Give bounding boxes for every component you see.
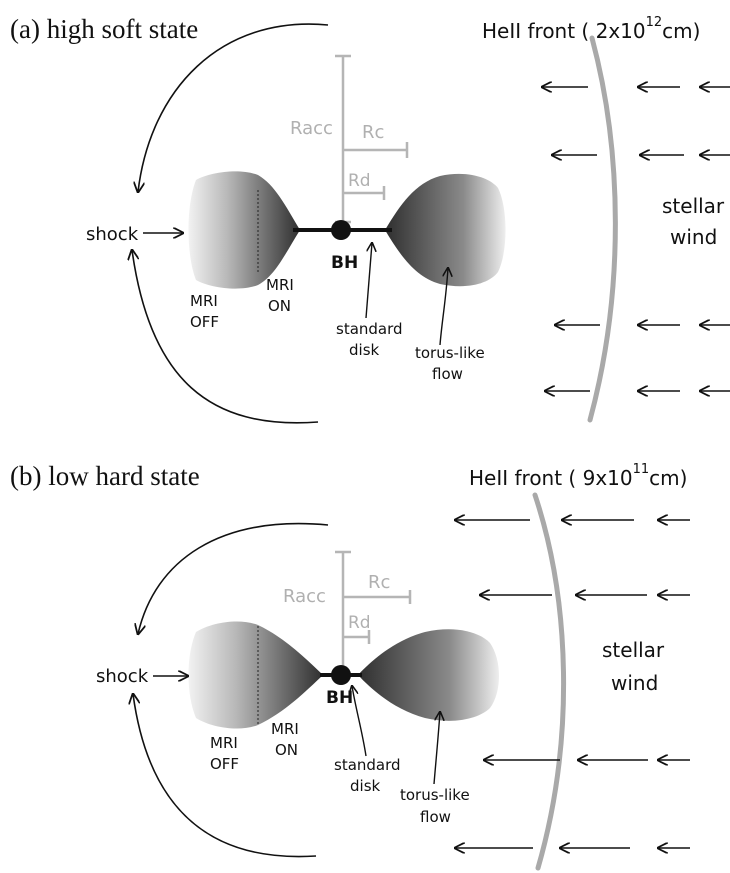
panel-a-mri-on-line1: MRI <box>266 276 294 294</box>
panel-a-disk-line2: disk <box>349 341 380 359</box>
panel-a-torus-line1: torus-like <box>415 344 485 362</box>
panel-b-mri-off-line1: MRI <box>210 734 238 752</box>
panel-b: (b) low hard state HeII front ( 9x1011cm… <box>10 461 690 871</box>
panel-b-racc-label: Racc <box>283 586 326 607</box>
panel-b-shock-label: shock <box>96 666 149 687</box>
panel-b-front-exponent: 11 <box>633 462 650 477</box>
panel-a-front-exponent: 12 <box>646 15 663 30</box>
panel-b-radius-guides <box>335 550 412 668</box>
panel-b-shock-arc-lower <box>133 694 317 858</box>
panel-b-mri-off-line2: OFF <box>210 755 239 773</box>
panel-b-rc-label: Rc <box>368 572 390 593</box>
panel-b-black-hole <box>331 665 351 685</box>
panel-b-mri-on-line2: ON <box>275 741 298 759</box>
panel-b-wind-line2: wind <box>611 671 658 695</box>
panel-a-wind-line2: wind <box>670 225 717 249</box>
panel-a-title: (a) high soft state <box>10 14 198 44</box>
panel-b-left-torus <box>188 621 323 729</box>
panel-a-mri-off-line2: OFF <box>190 313 219 331</box>
panel-a-racc-label: Racc <box>290 118 333 139</box>
panel-b-front-unit: cm) <box>649 466 687 490</box>
panel-b-wind-arrows <box>455 520 690 848</box>
panel-a-torus-line2: flow <box>432 365 463 383</box>
panel-a: (a) high soft state HeII front ( 2x1012c… <box>10 14 730 424</box>
panel-b-wind-line1: stellar <box>602 638 665 662</box>
panel-a-rc-label: Rc <box>362 122 384 143</box>
panel-a-shock-label: shock <box>86 224 139 245</box>
panel-a-mri-on-line2: ON <box>268 297 291 315</box>
panel-b-torus-line2: flow <box>420 808 451 826</box>
panel-b-title: (b) low hard state <box>10 461 200 491</box>
panel-b-front-prefix: HeII front ( 9x10 <box>469 466 633 490</box>
panel-a-mri-off-line1: MRI <box>190 292 218 310</box>
panel-b-front-label: HeII front ( 9x1011cm) <box>469 462 687 490</box>
panel-a-torus-pointer <box>439 268 448 346</box>
panel-a-disk-pointer <box>365 243 372 319</box>
panel-b-bh-label: BH <box>326 688 353 708</box>
panel-a-bh-label: BH <box>331 253 358 273</box>
panel-a-right-torus <box>385 173 506 287</box>
panel-b-heii-front <box>532 492 567 871</box>
panel-b-disk-line1: standard <box>334 756 401 774</box>
panel-b-right-torus <box>358 629 499 721</box>
panel-a-front-unit: cm) <box>662 19 700 43</box>
panel-a-heii-front <box>587 35 618 423</box>
panel-b-rd-label: Rd <box>348 613 371 633</box>
panel-b-mri-on-line1: MRI <box>271 720 299 738</box>
panel-a-disk-line1: standard <box>336 320 403 338</box>
panel-a-shock-arc-lower <box>132 250 319 424</box>
panel-a-wind-arrows <box>542 87 730 391</box>
panel-a-shock-arc-upper <box>138 23 329 192</box>
panel-b-torus-line1: torus-like <box>400 786 470 804</box>
panel-b-shock-arc-upper <box>138 522 329 634</box>
panel-a-left-torus <box>188 171 300 289</box>
panel-b-torus-pointer <box>433 712 440 785</box>
panel-a-black-hole <box>331 220 351 240</box>
panel-a-wind-line1: stellar <box>662 194 725 218</box>
panel-a-rd-label: Rd <box>348 171 371 191</box>
panel-b-disk-pointer <box>352 686 367 757</box>
panel-b-disk-line2: disk <box>350 777 381 795</box>
panel-a-front-label: HeII front ( 2x1012cm) <box>482 15 700 43</box>
panel-a-front-prefix: HeII front ( 2x10 <box>482 19 646 43</box>
